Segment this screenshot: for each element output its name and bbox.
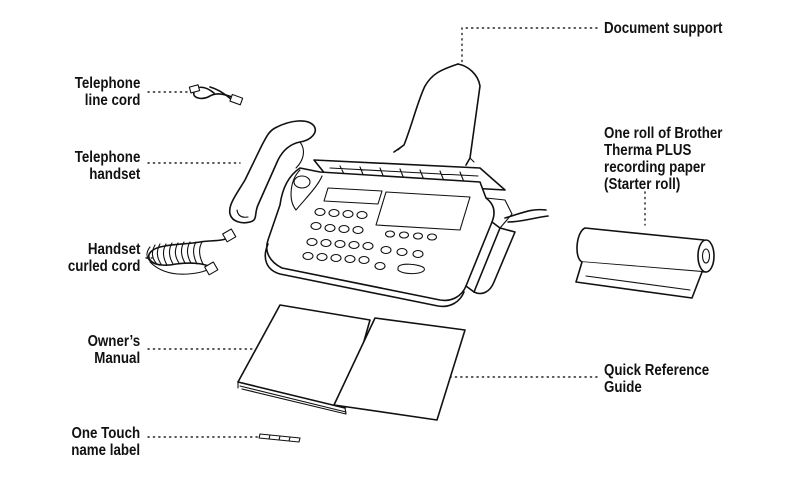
label-quick-reference-guide: Quick Reference Guide	[604, 362, 710, 396]
leader-lines	[145, 27, 646, 438]
document-support	[393, 63, 481, 166]
label-one-touch-name-label: One Touch name label	[71, 425, 140, 459]
label-document-support: Document support	[604, 20, 723, 37]
label-owners-manual: Owner’s Manual	[87, 333, 140, 367]
telephone-handset	[228, 120, 316, 224]
leader-document-support	[461, 27, 598, 63]
name-label-strip	[258, 433, 301, 443]
paper-roll	[575, 227, 715, 299]
quick-reference-sheet	[333, 317, 466, 421]
owners-manual-booklet	[237, 304, 371, 415]
label-telephone-line-cord: Telephone line cord	[74, 75, 140, 109]
label-recording-paper: One roll of Brother Therma PLUS recordin…	[604, 125, 723, 193]
label-handset-curled-cord: Handset curled cord	[67, 241, 140, 275]
handset-curled-cord	[146, 228, 237, 276]
telephone-line-cord	[188, 84, 244, 106]
fax-machine	[264, 159, 549, 308]
label-telephone-handset: Telephone handset	[74, 149, 140, 183]
